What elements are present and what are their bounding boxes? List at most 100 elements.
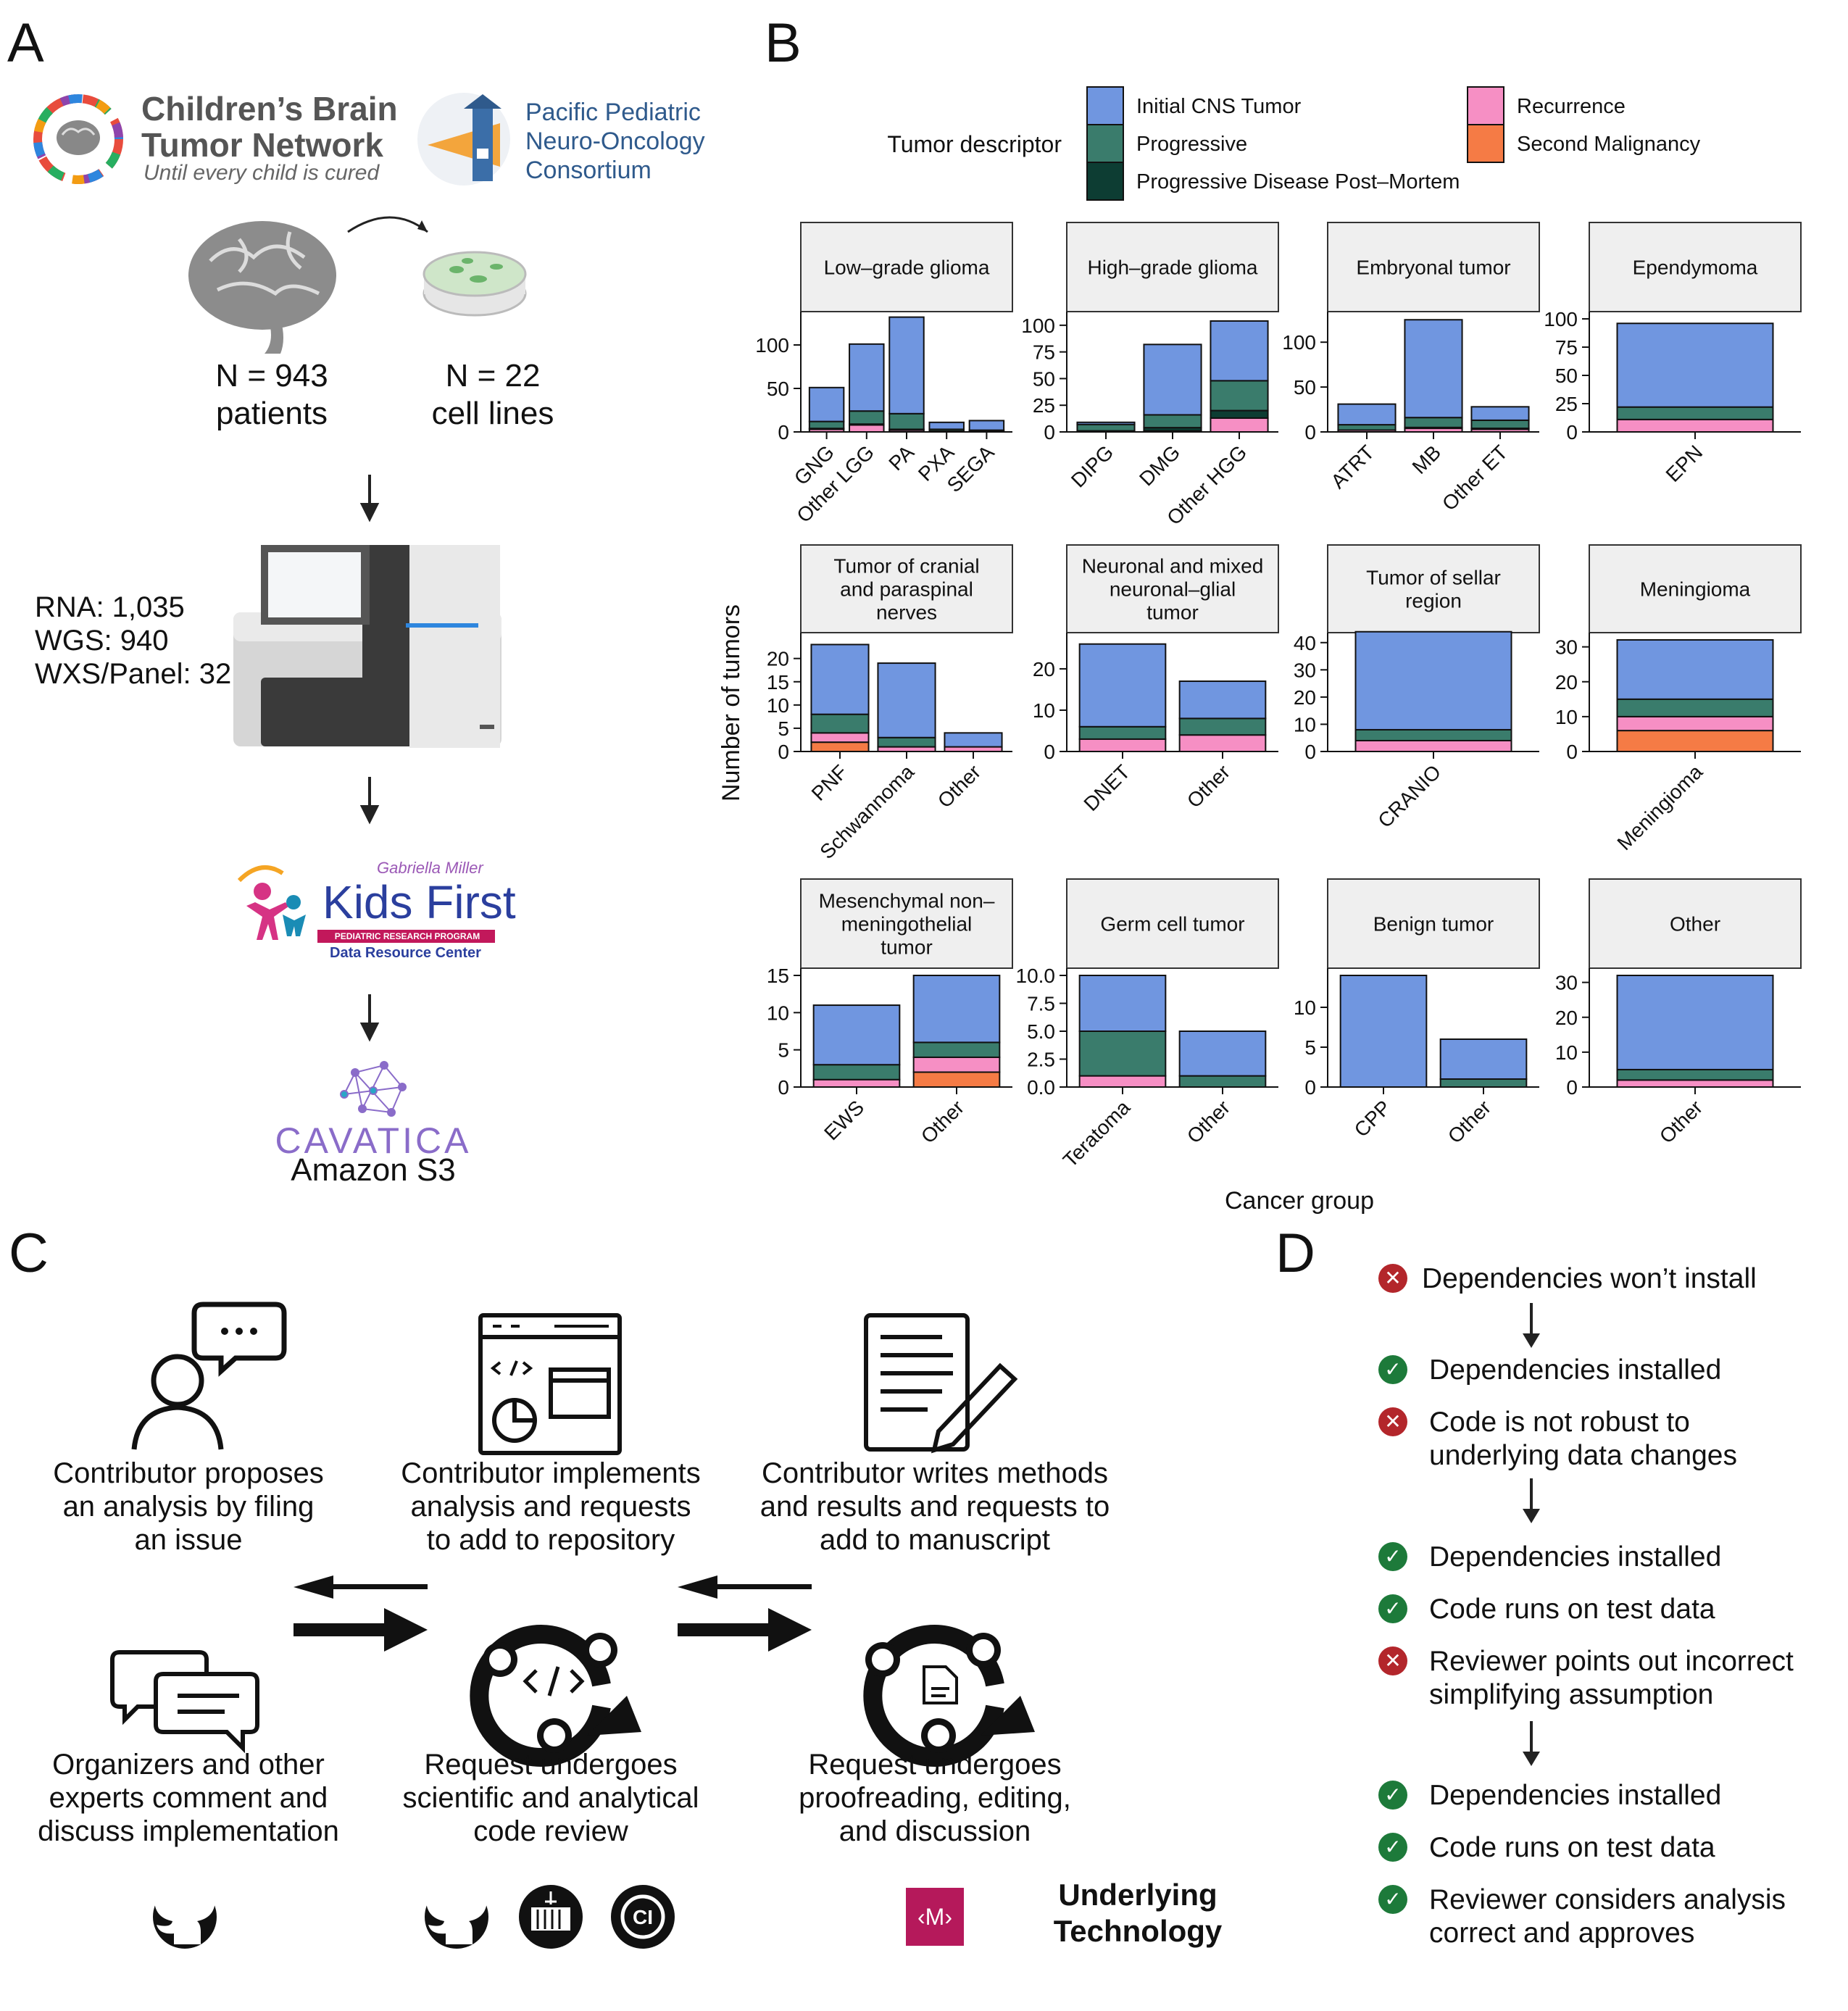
down-arrow-icon [1530, 1478, 1533, 1511]
facet-title: Tumor of sellar [1366, 567, 1501, 589]
y-tick-label: 15 [767, 965, 789, 987]
bar-segment [1616, 698, 1774, 717]
x-tick-label: ATRT [1326, 441, 1378, 493]
y-tick-label: 20 [1555, 671, 1578, 694]
bar-segment [1354, 728, 1512, 741]
y-tick-label: 100 [1021, 315, 1055, 337]
y-tick-label: 5.0 [1027, 1020, 1055, 1043]
patients-label: patients [215, 396, 328, 431]
facet-strip [800, 544, 1013, 633]
bar-segment [1616, 418, 1774, 433]
checklist-line: correct and approves [1429, 1918, 1695, 1949]
bar-segment [1616, 975, 1774, 1070]
y-tick-label: 30 [1555, 636, 1578, 659]
y-tick-label: 25 [1033, 394, 1055, 417]
y-tick-label: 10 [1294, 996, 1316, 1019]
y-tick-label: 100 [1544, 308, 1578, 330]
facet-title: region [1405, 590, 1462, 612]
kids-first-main: Kids First [322, 876, 516, 928]
checklist-item: Dependencies installed [1429, 1779, 1721, 1812]
bar-segment [1078, 975, 1167, 1032]
y-tick-label: 30 [1294, 659, 1316, 681]
y-tick-label: 0 [1304, 421, 1316, 444]
bar-segment [812, 1004, 901, 1066]
sequencer-icon [233, 545, 501, 748]
facet-strip [1589, 878, 1802, 969]
down-arrow-icon [1530, 1721, 1533, 1754]
x-tick-label: CPP [1350, 1096, 1396, 1141]
y-tick-label: 0 [1566, 1076, 1578, 1099]
step-text-line: an issue [134, 1524, 243, 1556]
bar-segment [1439, 1078, 1528, 1088]
facet-strip [1066, 878, 1279, 969]
bar-segment [810, 644, 870, 715]
y-tick-label: 100 [755, 334, 789, 357]
wxs-count: WXS/Panel: 32 [35, 658, 232, 690]
pnoc-logo-icon [417, 93, 510, 186]
y-tick-label: 10 [1555, 1041, 1578, 1064]
panel-label-a: A [7, 12, 44, 74]
y-tick-label: 7.5 [1027, 993, 1055, 1015]
manubot-icon: ‹M› [906, 1888, 964, 1946]
facet-title: Ependymoma [1633, 257, 1758, 279]
bar-segment [1078, 1031, 1167, 1077]
y-tick-label: 0 [1566, 741, 1578, 763]
checklist-line: Dependencies won’t install [1422, 1263, 1757, 1294]
y-tick-label: 20 [1033, 658, 1055, 680]
down-arrow-head-icon [1523, 1333, 1540, 1348]
panel-a-graphics [33, 93, 527, 1117]
petri-dish-icon [423, 251, 527, 317]
step-write-methods: Contributor writes methods and results a… [739, 1457, 1131, 1557]
bar-segment [1470, 406, 1530, 421]
checklist-line: Reviewer considers analysis [1429, 1884, 1786, 1915]
facet-title: and paraspinal [840, 578, 973, 601]
bar-segment [1339, 975, 1428, 1088]
facet-strip [1327, 544, 1540, 633]
code-review-cycle-icon [470, 1625, 641, 1767]
step-text-line: and discussion [838, 1815, 1031, 1847]
check-icon: ✓ [1378, 1542, 1407, 1571]
x-tick-label: Meningioma [1612, 760, 1707, 854]
kids-first-banner: PEDIATRIC RESEARCH PROGRAM [334, 931, 480, 941]
checklist-line: Code runs on test data [1429, 1832, 1715, 1863]
y-tick-label: 10 [1555, 706, 1578, 728]
y-tick-label: 0.0 [1027, 1076, 1055, 1099]
checklist-line: Dependencies installed [1429, 1354, 1722, 1386]
y-tick-label: 20 [767, 648, 789, 670]
facet-strip [1066, 544, 1279, 633]
facet-title: Germ cell tumor [1100, 913, 1244, 936]
step-text-line: analysis and requests [410, 1491, 691, 1523]
kids-first-small: Gabriella Miller [377, 859, 483, 877]
x-axis-title: Cancer group [1225, 1187, 1374, 1215]
facet-title: Low–grade glioma [824, 257, 990, 279]
y-tick-label: 10 [1294, 713, 1316, 736]
y-tick-label: 50 [1033, 367, 1055, 390]
ci-icon: CI [611, 1885, 675, 1949]
bar-segment [888, 316, 925, 415]
facet-title: High–grade glioma [1087, 257, 1257, 279]
x-tick-label: MB [1408, 441, 1446, 478]
bar-segment [1616, 639, 1774, 700]
bar-segment [1616, 1079, 1774, 1088]
check-icon: ✓ [1378, 1594, 1407, 1623]
y-tick-label: 0 [1044, 741, 1055, 763]
exchange-arrows-icon [294, 1575, 812, 1652]
kids-first-logo-icon [237, 865, 495, 943]
step-text-line: to add to repository [426, 1524, 675, 1556]
brain-icon [188, 221, 336, 354]
y-tick-label: 5 [1304, 1036, 1316, 1059]
bar-segment [1439, 1038, 1528, 1080]
step-proofreading: Request undergoes proofreading, editing,… [761, 1748, 1109, 1848]
facet-title: Benign tumor [1373, 913, 1494, 936]
down-arrow-head-icon [1523, 1509, 1540, 1523]
checklist-item: Dependencies installed [1429, 1354, 1721, 1387]
step-text-line: code review [473, 1815, 628, 1847]
proofreading-cycle-icon [863, 1625, 1035, 1767]
bar-segment [1354, 630, 1512, 730]
x-tick-label: Other [1655, 1096, 1707, 1147]
y-tick-label: 0 [1044, 421, 1055, 444]
y-tick-label: 0 [1566, 421, 1578, 444]
checklist-line: Code runs on test data [1429, 1594, 1715, 1625]
bar-segment [1178, 1031, 1267, 1077]
